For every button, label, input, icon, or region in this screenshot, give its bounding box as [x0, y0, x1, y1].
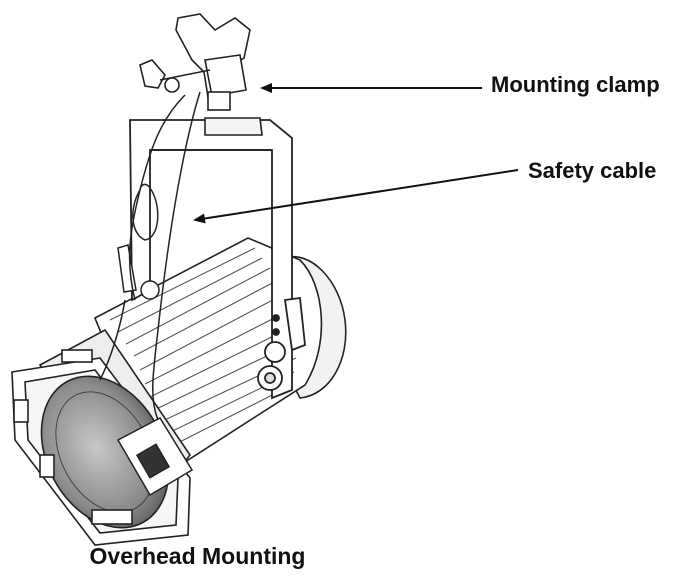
safety-cable — [99, 91, 201, 421]
safety-cable-label: Safety cable — [528, 158, 657, 183]
front-frame — [11, 349, 191, 546]
yoke — [129, 119, 306, 400]
safety-cable-arrow — [193, 169, 519, 224]
control-box — [116, 417, 194, 497]
mounting-clamp-label: Mounting clamp — [491, 72, 660, 97]
mounting-clamp — [139, 13, 263, 136]
figure-caption: Overhead Mounting — [89, 543, 306, 569]
